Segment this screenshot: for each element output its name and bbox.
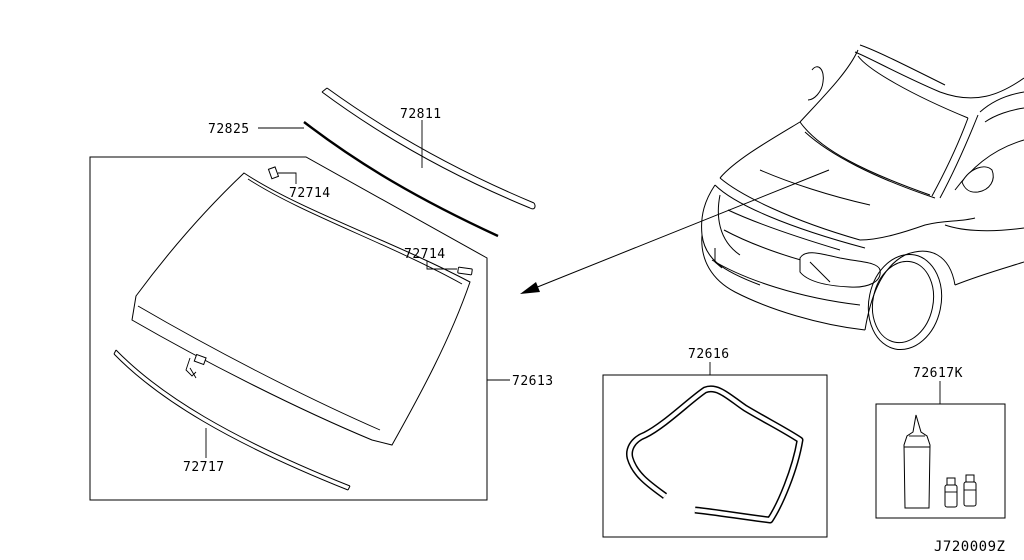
label-72714-right: 72714 — [404, 247, 446, 262]
label-72717: 72717 — [183, 460, 225, 475]
clip-top-part — [267, 166, 297, 184]
adhesive-kit-part — [903, 414, 977, 509]
windshield-group-frame — [89, 156, 488, 501]
label-72811: 72811 — [400, 107, 442, 122]
adhesive-kit-frame — [875, 381, 1006, 519]
dam-rubber-frame — [602, 362, 828, 538]
lower-moulding-part — [113, 349, 351, 491]
dam-rubber-part — [626, 385, 804, 524]
vehicle-illustration — [701, 44, 1024, 351]
label-72714-top: 72714 — [289, 186, 331, 201]
clip-right-part — [426, 261, 473, 276]
label-72825: 72825 — [208, 122, 250, 137]
label-72617K: 72617K — [913, 366, 963, 381]
seal-part — [258, 121, 499, 238]
label-72613: 72613 — [512, 374, 554, 389]
label-72616: 72616 — [688, 347, 730, 362]
pointer-arrow — [520, 169, 830, 294]
diagram-code: J720009Z — [934, 539, 1005, 555]
upper-moulding-part — [321, 87, 536, 210]
